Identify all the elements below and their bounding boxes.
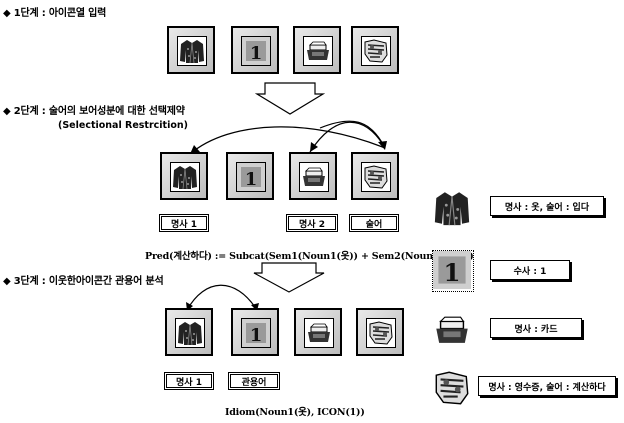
idiom-formula: Idiom(Noun1(옷), ICON(1)) (225, 407, 365, 418)
row3-card-frame (294, 308, 342, 356)
row3-jacket-frame (165, 308, 213, 356)
row3-label-idiom: 관용어 (228, 372, 280, 390)
row1-number-frame (231, 26, 279, 74)
card-machine-icon (432, 310, 472, 350)
row2-jacket-frame (160, 152, 208, 200)
row2-card-frame (289, 152, 337, 200)
legend-number-icon-wrap (432, 250, 474, 292)
legend-receipt-icon-wrap (432, 368, 472, 408)
predicate-formula: Pred(계산하다) := Subcat(Sem1(Noun1(옷)) + Se… (145, 251, 474, 262)
row1-jacket-frame (167, 26, 215, 74)
down-arrow-1 (255, 82, 325, 115)
row2-number-frame (226, 152, 274, 200)
legend-receipt-box: 명사 : 영수증, 술어 : 계산하다 (478, 376, 616, 396)
number-one-icon (242, 37, 270, 65)
legend-jacket-box: 명사 : 옷, 술어 : 입다 (490, 196, 604, 216)
row2-label-noun1: 명사 1 (159, 214, 209, 232)
step-2-title: ◆ 2단계 : 술어의 보어성분에 대한 선택제약 (3, 106, 185, 117)
step-3-title: ◆ 3단계 : 이웃한아이콘간 관용어 분석 (3, 276, 164, 287)
row2-label-noun2: 명사 2 (286, 214, 338, 232)
legend-card-box: 명사 : 카드 (490, 318, 582, 338)
legend-card-icon-wrap (432, 310, 472, 350)
receipt-icon (432, 368, 472, 408)
row2-label-predicate: 술어 (349, 214, 399, 232)
legend-jacket-icon-wrap (432, 188, 472, 228)
row3-label-noun1: 명사 1 (164, 372, 214, 390)
row1-card-frame (293, 26, 341, 74)
receipt-icon (367, 319, 395, 347)
card-machine-icon (305, 319, 333, 347)
jacket-icon (176, 319, 204, 347)
receipt-icon (362, 37, 390, 65)
jacket-icon (171, 163, 199, 191)
row1-receipt-frame (351, 26, 399, 74)
down-arrow-2 (253, 262, 325, 293)
selection-arcs (189, 120, 387, 155)
row3-number-frame (231, 308, 279, 356)
number-one-icon (433, 251, 471, 289)
row3-receipt-frame (356, 308, 404, 356)
jacket-icon (178, 37, 206, 65)
row2-receipt-frame (351, 152, 399, 200)
number-one-icon (237, 163, 265, 191)
card-machine-icon (300, 163, 328, 191)
step-1-title: ◆ 1단계 : 아이콘열 입력 (3, 8, 107, 19)
legend-number-box: 수사 : 1 (490, 260, 570, 280)
card-machine-icon (304, 37, 332, 65)
step-2-subtitle: (Selectional Restrcition) (58, 120, 188, 131)
number-one-icon (242, 319, 270, 347)
jacket-icon (432, 188, 472, 228)
receipt-icon (362, 163, 390, 191)
